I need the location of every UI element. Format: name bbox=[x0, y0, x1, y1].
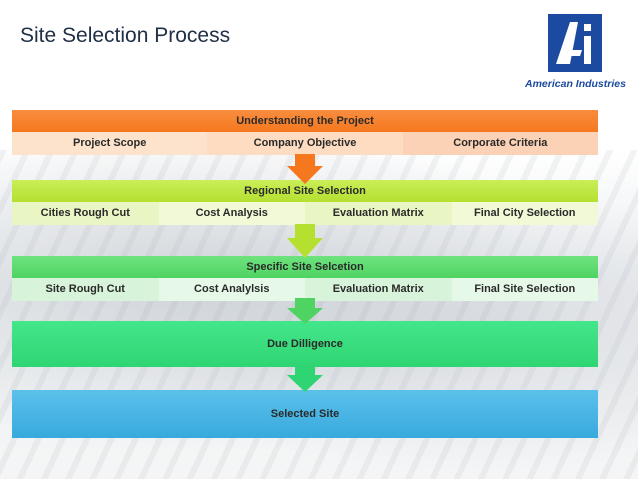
arrow-down-icon bbox=[287, 298, 323, 324]
stage-heading: Regional Site Selection bbox=[12, 180, 598, 202]
stage-item: Cost Analysis bbox=[158, 202, 305, 225]
arrow-down-icon bbox=[287, 154, 323, 184]
page-title: Site Selection Process bbox=[20, 24, 231, 47]
stage-item: Evaluation Matrix bbox=[305, 278, 452, 301]
stage-regional-site-selection: Regional Site Selection Cities Rough Cut… bbox=[12, 180, 598, 225]
stage-heading: Specific Site Selcetion bbox=[12, 256, 598, 278]
stage-item: Final City Selection bbox=[451, 202, 598, 225]
stage-heading: Understanding the Project bbox=[12, 110, 598, 132]
arrow-down-icon bbox=[287, 224, 323, 258]
stage-item: Cities Rough Cut bbox=[12, 202, 159, 225]
stage-item: Site Rough Cut bbox=[12, 278, 159, 301]
logo-text: American Industries bbox=[525, 78, 626, 90]
stage-item: Company Objective bbox=[207, 132, 403, 155]
stage-selected-site: Selected Site bbox=[12, 390, 598, 438]
stage-item: Cost Analylsis bbox=[158, 278, 305, 301]
stage-item: Evaluation Matrix bbox=[305, 202, 452, 225]
arrow-down-icon bbox=[287, 364, 323, 392]
stage-item: Corporate Criteria bbox=[402, 132, 598, 155]
stage-due-diligence: Due Dilligence bbox=[12, 321, 598, 367]
stage-item: Final Site Selection bbox=[451, 278, 598, 301]
stage-understanding-project: Understanding the Project Project Scope … bbox=[12, 110, 598, 155]
stage-item: Project Scope bbox=[12, 132, 208, 155]
stage-specific-site-selection: Specific Site Selcetion Site Rough Cut C… bbox=[12, 256, 598, 301]
american-industries-logo-icon bbox=[548, 14, 602, 72]
